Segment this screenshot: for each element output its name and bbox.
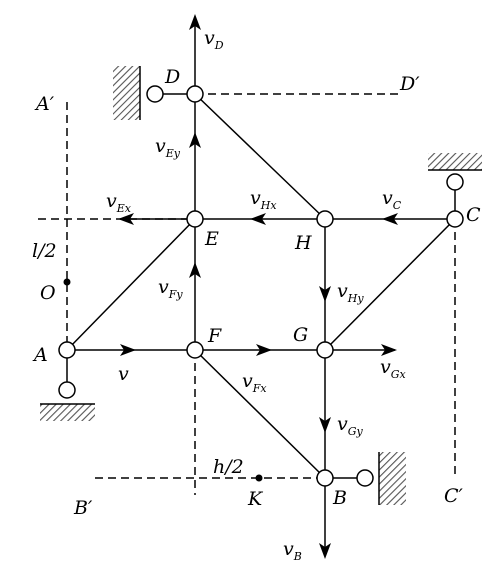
label-h: H — [294, 232, 312, 254]
arrowhead-vb — [319, 543, 331, 559]
label-vgx: vGx — [380, 356, 407, 381]
joint-b — [316, 469, 334, 487]
joint-h — [316, 210, 334, 228]
ground-hatch-a — [40, 404, 95, 421]
arrowhead-vfx — [256, 344, 272, 356]
label-f: F — [207, 325, 222, 347]
joint-a — [58, 341, 76, 359]
label-d-prime: D′ — [399, 73, 420, 95]
label-vhx: vHx — [250, 187, 277, 212]
ground-hatch-b — [379, 452, 406, 505]
link-g-c — [324, 218, 456, 351]
label-vey: vEy — [155, 135, 181, 160]
label-a: A — [32, 344, 48, 366]
supports — [40, 66, 482, 505]
joint-e — [186, 210, 204, 228]
joints — [58, 85, 464, 487]
label-vfx: vFx — [242, 370, 267, 395]
link-d-h — [194, 93, 326, 220]
label-h-half: h/2 — [213, 456, 244, 478]
label-o: O — [40, 282, 56, 304]
label-d: D — [164, 66, 180, 88]
dashed-reference-lines — [38, 93, 456, 495]
label-c: C — [466, 204, 481, 226]
link-f-b — [194, 349, 326, 479]
support-roller-d — [146, 85, 164, 103]
joint-f — [186, 341, 204, 359]
velocity-arrowheads — [118, 14, 398, 559]
label-b-prime: B′ — [73, 497, 93, 519]
support-roller-a — [58, 381, 76, 399]
joint-g — [316, 341, 334, 359]
arrowhead-vfy — [189, 262, 201, 278]
arrowhead-vgx — [381, 344, 397, 356]
ground-hatch-d — [113, 66, 140, 120]
arrowhead-vc — [382, 213, 398, 225]
support-roller-c — [446, 173, 464, 191]
support-roller-b — [356, 469, 374, 487]
arrowhead-v — [120, 344, 136, 356]
arrowhead-vex — [118, 213, 134, 225]
label-vc: vC — [382, 187, 402, 212]
label-v: v — [118, 363, 129, 385]
label-vgy: vGy — [337, 413, 364, 438]
label-e: E — [204, 228, 219, 250]
arrowhead-vhx — [250, 213, 266, 225]
ground-hatch-c — [428, 153, 482, 170]
arrowhead-vhy — [319, 286, 331, 302]
link-a-e — [66, 218, 196, 351]
point-labels: D E H C A F G B O K A′ B′ C′ D′ l/2 h/2 — [32, 66, 481, 519]
velocity-labels: v vD vEy vEx vHx vC vFy vHy vGx vFx vGy … — [106, 27, 407, 563]
label-b: B — [332, 487, 347, 509]
joint-d — [186, 85, 204, 103]
label-a-prime: A′ — [34, 93, 55, 115]
label-vfy: vFy — [158, 276, 183, 301]
label-vd: vD — [204, 27, 224, 52]
label-vex: vEx — [106, 190, 132, 215]
rigid-links — [66, 18, 456, 555]
point-o-dot — [63, 278, 71, 286]
label-c-prime: C′ — [444, 485, 464, 507]
label-k: K — [247, 488, 264, 510]
label-vhy: vHy — [337, 280, 364, 305]
arrowhead-vd — [189, 14, 201, 30]
label-vb: vB — [283, 538, 302, 563]
point-k-dot — [255, 474, 263, 482]
label-l-half: l/2 — [32, 240, 57, 262]
arrowhead-vgy — [319, 417, 331, 433]
joint-c — [446, 210, 464, 228]
arrowhead-vey — [189, 132, 201, 148]
label-g: G — [293, 324, 308, 346]
